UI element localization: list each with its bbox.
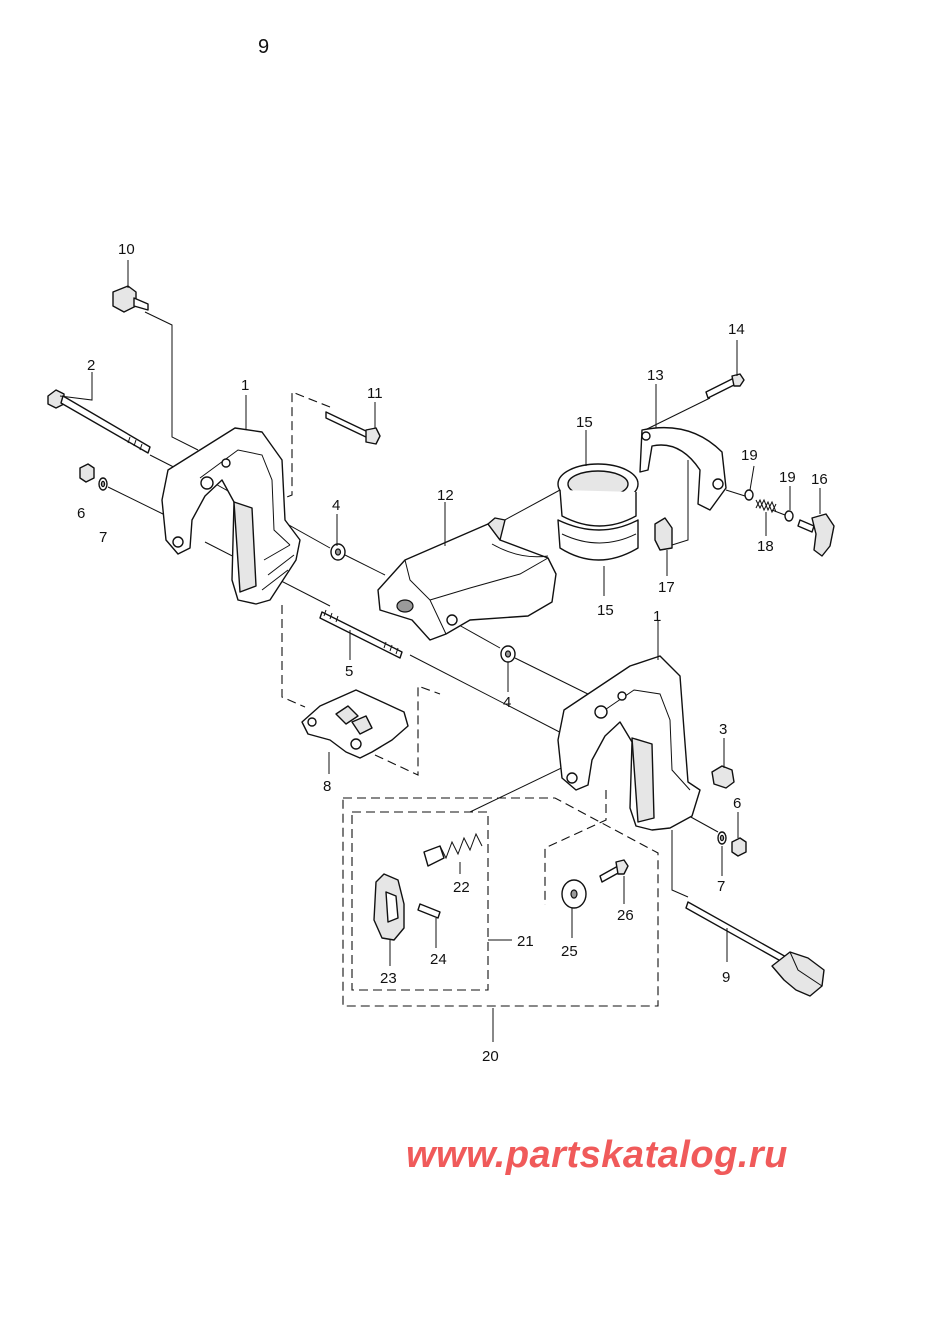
page-number: 9 — [258, 36, 270, 58]
callout-5: 5 — [345, 663, 353, 680]
part-12-swivel-bracket — [377, 517, 557, 641]
callout-16: 16 — [811, 471, 828, 488]
callout-12: 12 — [437, 487, 454, 504]
callout-1-left: 1 — [241, 377, 249, 394]
part-6-nut-right — [731, 837, 747, 857]
callout-2: 2 — [87, 357, 95, 374]
part-7-washer-left — [98, 477, 108, 491]
part-10-bolt — [112, 285, 149, 313]
callout-19-a: 19 — [741, 447, 758, 464]
callout-numbers: 10 2 1 11 6 7 4 12 15 13 14 19 19 16 18 … — [77, 241, 828, 1065]
part-15-bushing-upper — [557, 463, 639, 527]
callout-18: 18 — [757, 538, 774, 555]
part-19-washer-b — [784, 510, 794, 522]
part-25-disc — [561, 879, 587, 909]
part-26-screw — [599, 859, 629, 883]
part-14-screw — [705, 373, 745, 399]
part-1-clamp-right — [557, 655, 701, 831]
callout-25: 25 — [561, 943, 578, 960]
part-15-bushing-lower — [557, 519, 639, 561]
callout-leaders — [59, 260, 821, 966]
callout-6-right: 6 — [733, 795, 741, 812]
part-4-washer-upper — [330, 543, 346, 561]
callout-17: 17 — [658, 579, 675, 596]
watermark-text: www.partskatalog.ru — [406, 1134, 788, 1176]
part-13-clamp-ring — [639, 426, 727, 511]
callout-22: 22 — [453, 879, 470, 896]
part-1-clamp-left — [161, 427, 301, 605]
part-5-threaded-rod — [319, 609, 403, 659]
part-16-thumb-screw — [797, 513, 835, 557]
callout-23: 23 — [380, 970, 397, 987]
part-6-nut-left — [79, 463, 95, 483]
callout-19-b: 19 — [779, 469, 796, 486]
part-2-long-bolt — [47, 389, 151, 454]
callout-21: 21 — [517, 933, 534, 950]
leader-lines — [107, 311, 786, 1042]
part-4-washer-lower — [500, 645, 516, 663]
callout-7-right: 7 — [717, 878, 725, 895]
callout-9: 9 — [722, 969, 730, 986]
part-3-nut — [711, 765, 735, 789]
part-19-washer-a — [744, 489, 754, 501]
callout-20: 20 — [482, 1048, 499, 1065]
callout-24: 24 — [430, 951, 447, 968]
part-11-bolt — [325, 411, 381, 445]
callout-13: 13 — [647, 367, 664, 384]
part-18-spring — [755, 498, 777, 514]
callout-8: 8 — [323, 778, 331, 795]
part-8-bracket — [301, 689, 409, 759]
callout-4-lower: 4 — [503, 694, 511, 711]
callout-3: 3 — [719, 721, 727, 738]
callout-15-lower: 15 — [597, 602, 614, 619]
part-7-washer-right — [717, 831, 727, 845]
callout-11: 11 — [367, 385, 383, 402]
callout-26: 26 — [617, 907, 634, 924]
callout-14: 14 — [728, 321, 745, 338]
part-24-pin — [417, 903, 441, 919]
part-23-latch — [373, 873, 405, 941]
part-22-spring — [423, 832, 483, 867]
callout-10: 10 — [118, 241, 135, 258]
callout-15-upper: 15 — [576, 414, 593, 431]
part-9-clamp-screw — [685, 901, 825, 997]
callout-7-left: 7 — [99, 529, 107, 546]
callout-1-right: 1 — [653, 608, 661, 625]
part-17-pad — [654, 517, 673, 551]
callout-4-upper: 4 — [332, 497, 340, 514]
callout-6-left: 6 — [77, 505, 85, 522]
